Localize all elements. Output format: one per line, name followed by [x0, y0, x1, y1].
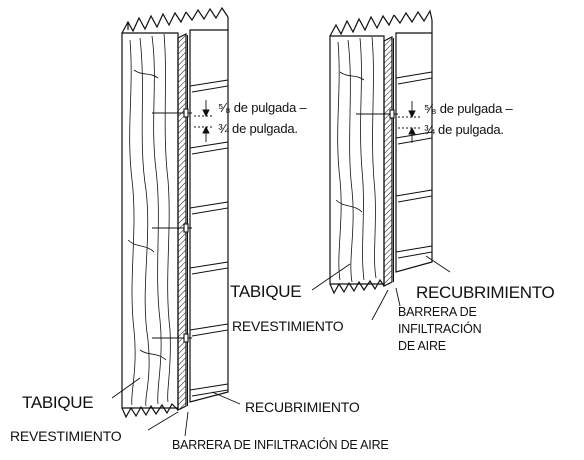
right-siding-label: RECUBRIMIENTO	[416, 283, 555, 302]
left-stud	[121, 32, 179, 409]
left-wall-section	[111, 6, 241, 437]
right-barrier-label-line1: BARRERA DE	[398, 305, 477, 319]
left-siding	[189, 29, 229, 403]
right-siding-laps	[395, 71, 433, 259]
left-dimension	[194, 100, 214, 142]
right-sheathing-label: REVESTIMIENTO	[232, 318, 344, 334]
left-sheathing-label: REVESTIMIENTO	[10, 428, 122, 444]
left-measure-line1: ⁵⁄₈ de pulgada –	[218, 100, 307, 115]
right-nails	[356, 109, 398, 119]
right-siding	[395, 32, 433, 273]
right-wall-section	[311, 9, 451, 321]
right-stud-label: TABIQUE	[230, 282, 302, 301]
left-leaders	[111, 377, 241, 437]
left-stud-label: TABIQUE	[22, 393, 94, 412]
left-nails	[152, 108, 192, 343]
right-dimension	[398, 101, 420, 143]
right-sheathing	[383, 36, 393, 287]
left-barrier-label: BARRERA DE INFILTRACIÓN DE AIRE	[172, 438, 389, 452]
right-leaders	[311, 255, 451, 321]
right-measure-line2: ¾ de pulgada.	[424, 122, 504, 137]
right-barrier-label-line3: DE AIRE	[398, 339, 446, 353]
right-stud-grain	[335, 36, 377, 283]
right-barrier-label-line2: INFILTRACIÓN	[398, 322, 482, 336]
left-sheathing	[177, 33, 187, 411]
left-measure-line2: ¾ de pulgada.	[218, 121, 298, 136]
left-siding-laps	[189, 79, 229, 397]
right-measure-line1: ⁵⁄₈ de pulgada –	[424, 101, 513, 116]
left-siding-label: RECUBRIMIENTO	[245, 399, 360, 415]
left-stud-grain	[127, 33, 171, 407]
